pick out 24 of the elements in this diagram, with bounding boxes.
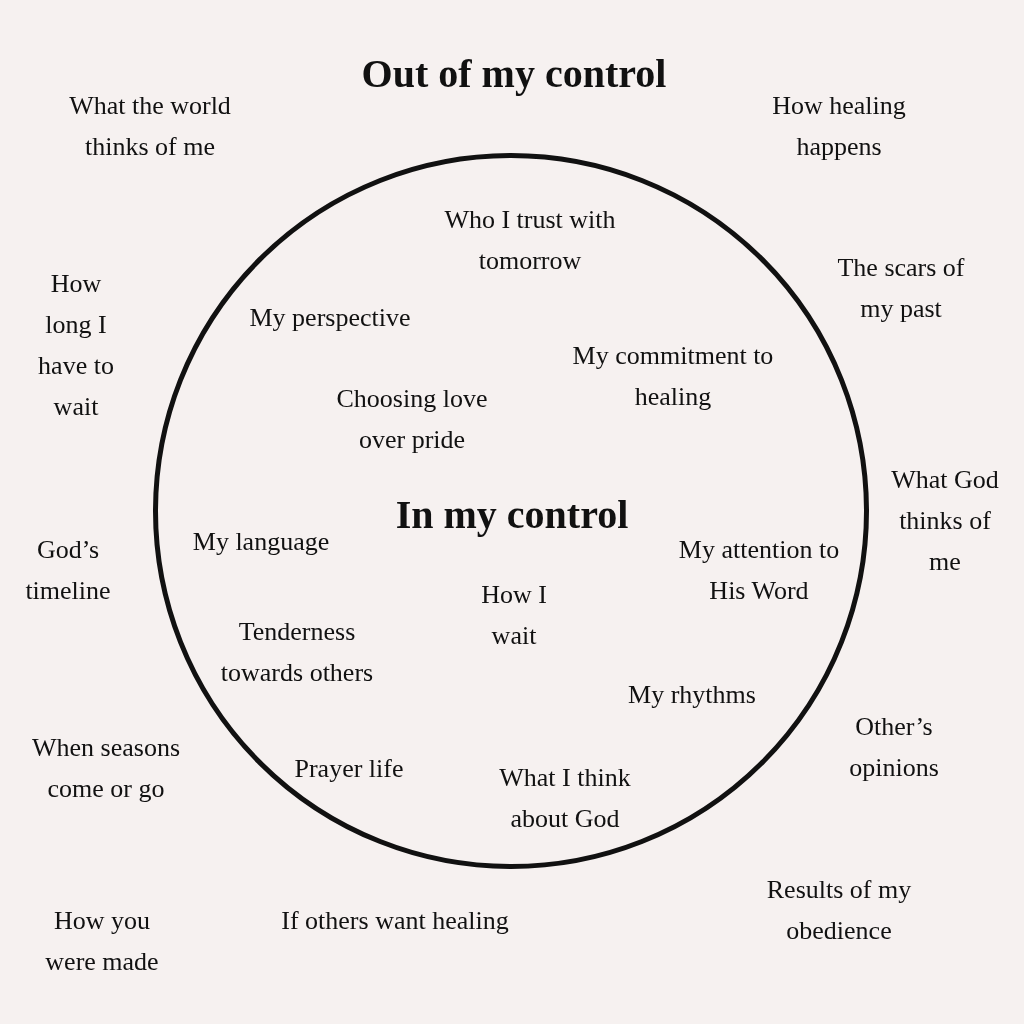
item-text: My perspective (248, 301, 412, 334)
item-text: My rhythms (627, 678, 757, 711)
outside-text: How healing happens (771, 90, 907, 163)
outside-text: How long I have to wait (37, 268, 115, 423)
outside-text: God’s timeline (24, 534, 112, 607)
item-text: Choosing love over pride (335, 383, 489, 456)
item-text: Tenderness towards others (219, 616, 375, 689)
outside-text: Results of my obedience (765, 874, 913, 947)
outside-text: Other’s opinions (848, 711, 940, 784)
item-text: Who I trust with tomorrow (443, 204, 617, 277)
item-text: What I think about God (498, 762, 632, 835)
item-text: My attention to His Word (677, 534, 841, 607)
outside-text: When seasons come or go (31, 732, 181, 805)
item-text: My language (191, 525, 331, 558)
item-text: Prayer life (293, 752, 405, 785)
outside-text: How you were made (44, 905, 160, 978)
item-text: How I wait (480, 579, 548, 652)
outside-text: What the world thinks of me (68, 90, 232, 163)
outside-text: The scars of my past (836, 252, 966, 325)
item-text: My commitment to healing (571, 340, 775, 413)
outside-text: If others want healing (280, 904, 510, 937)
title: Out of my control (361, 50, 667, 98)
outside-text: What God thinks of me (890, 463, 1000, 578)
center-heading: In my control (395, 491, 629, 539)
